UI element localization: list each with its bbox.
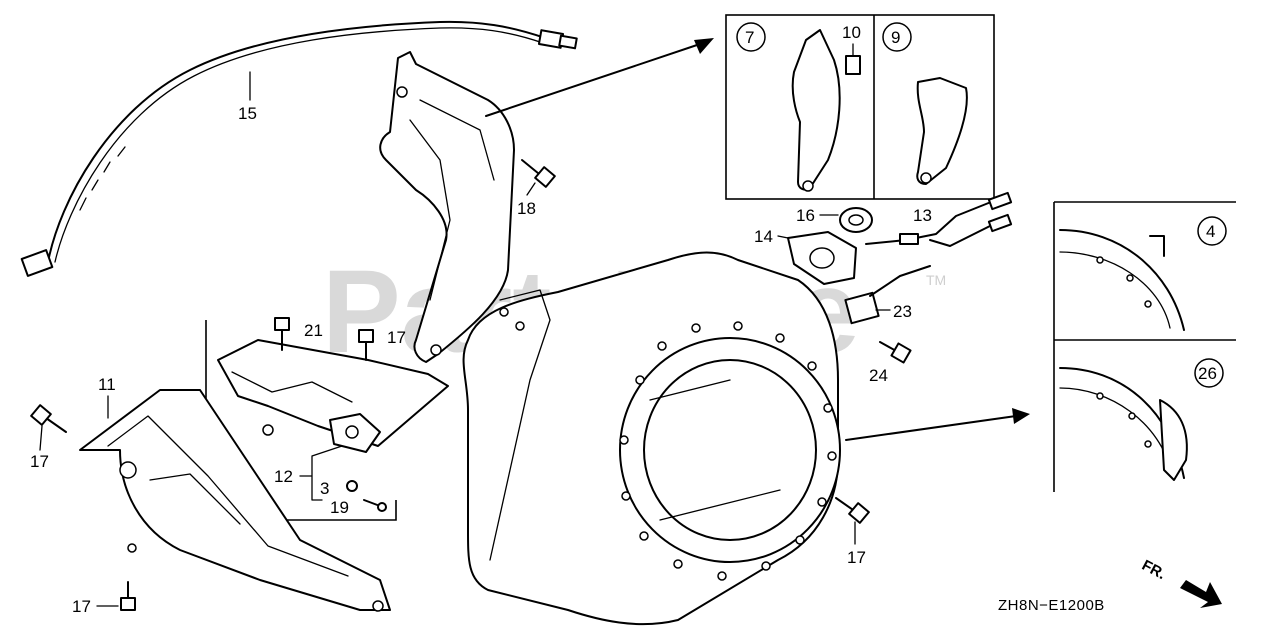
inset-4-marker: [1197, 216, 1227, 246]
inset-26-view: [1059, 367, 1188, 481]
front-direction-arrow: [1180, 580, 1222, 608]
callout-17-left: 17: [30, 452, 49, 471]
part-10-clip[interactable]: [845, 43, 861, 75]
callout-10: 10: [842, 23, 861, 42]
part-11-lower-guide[interactable]: [79, 389, 391, 612]
callout-3: 3: [320, 479, 329, 498]
callout-24: 24: [869, 366, 888, 385]
callout-23: 23: [893, 302, 912, 321]
part-19-screw[interactable]: [363, 499, 387, 512]
callout-12: 12: [274, 467, 293, 486]
callout-15: 15: [238, 104, 257, 123]
callout-11: 11: [98, 375, 116, 394]
part-17-bolt-bottom[interactable]: [120, 581, 136, 611]
callout-13: 13: [913, 206, 932, 225]
part-7-guide[interactable]: [791, 29, 841, 192]
callout-17-bottom: 17: [72, 597, 91, 616]
inset-9-marker: [882, 22, 912, 52]
inset-box-guides: [725, 14, 995, 200]
front-indicator-label: FR.: [1139, 557, 1168, 583]
part-3-washer[interactable]: [346, 480, 358, 492]
callout-19: 19: [330, 498, 349, 517]
part-14-switch[interactable]: [777, 231, 857, 285]
inset-7-marker: [736, 22, 766, 52]
upper-shroud-part[interactable]: [379, 51, 515, 363]
inset-label-4: 4: [1206, 222, 1215, 241]
part-17-bolt-left[interactable]: [30, 404, 67, 433]
diagram-code: ZH8N−E1200B: [998, 597, 1105, 614]
callout-14: 14: [754, 227, 773, 246]
watermark-trademark: TM: [926, 272, 946, 288]
callout-18: 18: [517, 199, 536, 218]
inset-label-26: 26: [1198, 364, 1217, 383]
callout-17-lower: 17: [847, 548, 866, 567]
part-16-grommet[interactable]: [839, 207, 873, 233]
inset-label-7: 7: [745, 28, 754, 47]
callout-17-upper: 17: [387, 328, 406, 347]
part-15-wire-harness[interactable]: [20, 20, 578, 277]
part-bracket-cover[interactable]: [217, 339, 449, 453]
inset-label-9: 9: [891, 28, 900, 47]
fan-cover-main-shroud[interactable]: [462, 251, 841, 626]
inset-26-marker: [1194, 358, 1224, 388]
part-17-bolt-lower[interactable]: [835, 497, 870, 524]
callout-21: 21: [304, 321, 323, 340]
callout-16: 16: [796, 206, 815, 225]
part-17-bolt-upper[interactable]: [358, 329, 374, 361]
part-21-bolt[interactable]: [274, 317, 290, 351]
part-13-wire[interactable]: [865, 191, 1013, 247]
part-18-bolt[interactable]: [521, 159, 556, 188]
inset-4-view: [1053, 201, 1236, 492]
part-24-bolt[interactable]: [879, 341, 912, 364]
part-9-guide[interactable]: [916, 77, 968, 185]
part-23-connector[interactable]: [844, 265, 931, 325]
